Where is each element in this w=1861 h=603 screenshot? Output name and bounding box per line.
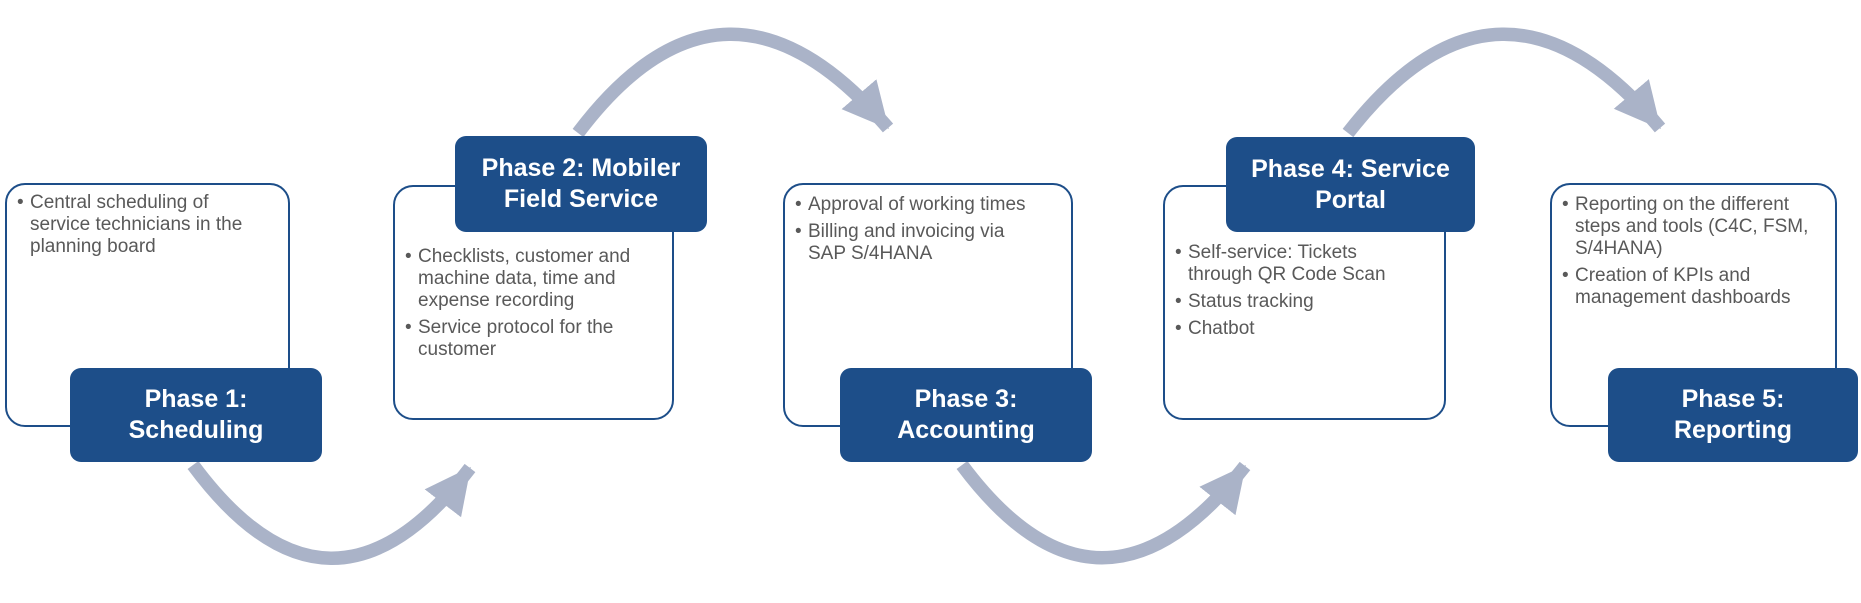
bullet-marker: •: [1562, 265, 1569, 286]
bullet-text: Checklists, customer and machine data, t…: [418, 246, 631, 311]
phase-5-badge: Phase 5: Reporting: [1608, 368, 1858, 462]
bullet-text: Creation of KPIs and management dashboar…: [1575, 265, 1791, 308]
bullet-marker: •: [795, 221, 802, 242]
bullet-text: Self-service: Tickets through QR Code Sc…: [1188, 242, 1386, 285]
bullet-marker: •: [1562, 194, 1569, 215]
bullet-text: Status tracking: [1188, 291, 1314, 312]
bullet-marker: •: [405, 246, 412, 267]
bullet-item: • Billing and invoicing via SAP S/4HANA: [795, 221, 1059, 265]
bullet-marker: •: [1175, 291, 1182, 312]
bullet-item: • Self-service: Tickets through QR Code …: [1175, 242, 1432, 286]
bullet-item: • Reporting on the different steps and t…: [1562, 194, 1823, 260]
bullet-item: • Creation of KPIs and management dashbo…: [1562, 265, 1823, 309]
bullet-item: • Service protocol for the customer: [405, 317, 660, 361]
phase-2-badge: Phase 2: Mobiler Field Service: [455, 136, 707, 232]
phase-3-badge: Phase 3: Accounting: [840, 368, 1092, 462]
bullet-marker: •: [1175, 318, 1182, 339]
arrow-phase4-to-phase5: [1342, 27, 1666, 138]
bullet-marker: •: [795, 194, 802, 215]
bullet-text: Billing and invoicing via SAP S/4HANA: [808, 221, 1005, 264]
bullet-marker: •: [1175, 242, 1182, 263]
arrow-phase3-to-phase4: [956, 460, 1251, 565]
bullet-text: Reporting on the different steps and too…: [1575, 194, 1809, 259]
arrow-phase1-to-phase2: [187, 460, 476, 565]
bullet-text: Chatbot: [1188, 318, 1255, 339]
arrow-phase2-to-phase3: [572, 27, 894, 138]
bullet-item: • Central scheduling of service technici…: [17, 192, 276, 258]
bullet-marker: •: [17, 192, 24, 213]
phase-4-badge: Phase 4: Service Portal: [1226, 137, 1475, 232]
bullet-marker: •: [405, 317, 412, 338]
bullet-item: • Approval of working times: [795, 194, 1059, 216]
phase-1-badge: Phase 1: Scheduling: [70, 368, 322, 462]
bullet-item: • Status tracking: [1175, 291, 1432, 313]
bullet-text: Central scheduling of service technician…: [30, 192, 243, 257]
bullet-text: Service protocol for the customer: [418, 317, 614, 360]
bullet-text: Approval of working times: [808, 194, 1026, 215]
bullet-item: • Checklists, customer and machine data,…: [405, 246, 660, 312]
bullet-item: • Chatbot: [1175, 318, 1432, 340]
